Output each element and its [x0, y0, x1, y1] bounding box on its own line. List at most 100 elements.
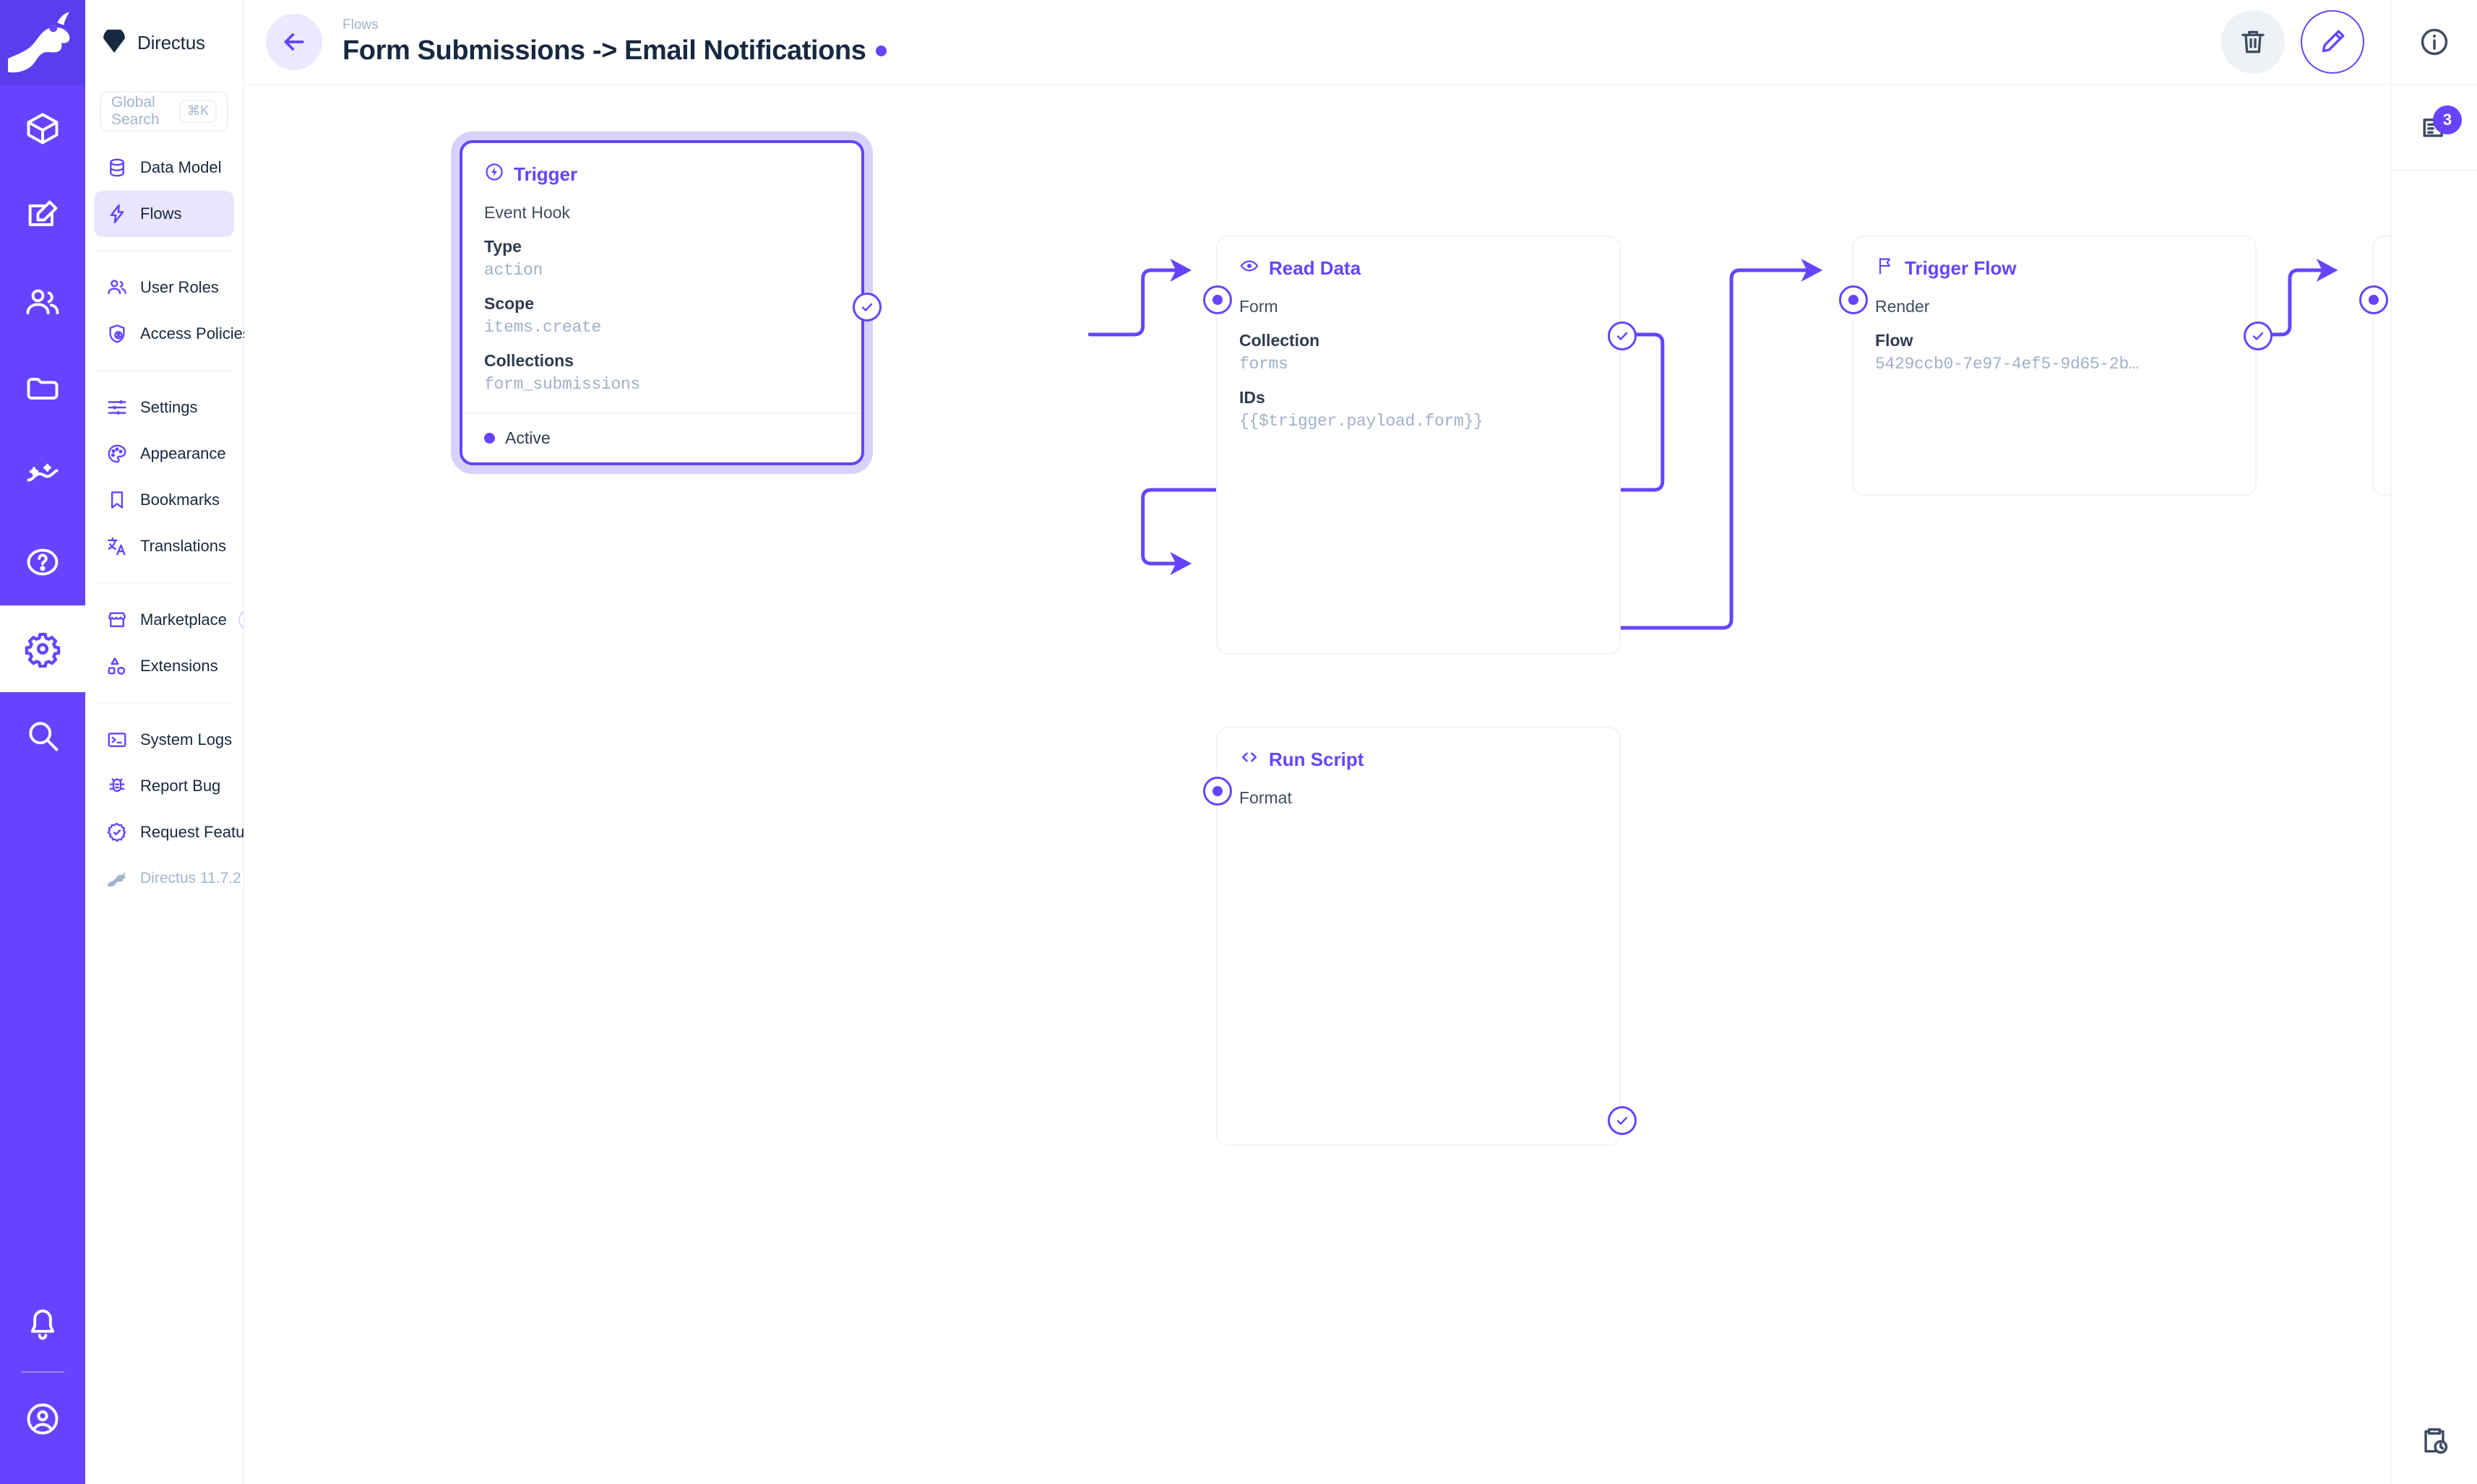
navigation-sidebar: Directus Global Search ⌘K Data Model	[85, 0, 284, 1484]
flow-node-trigger-flow-send[interactable]: Trigger Flow Send Flow 7c8732cd-9d9e-44b…	[2359, 236, 2390, 496]
module-item-content[interactable]	[0, 85, 85, 172]
edit-flow-button[interactable]	[2301, 10, 2364, 74]
back-button[interactable]	[266, 14, 322, 70]
status-badge	[876, 45, 887, 56]
module-item-search[interactable]	[0, 692, 85, 779]
nav-group-5: System Logs Report Bug R	[85, 704, 259, 902]
field-key: Collection	[1239, 331, 1320, 350]
module-item-help[interactable]	[0, 519, 85, 605]
port-resolve-trigger-flow-render[interactable]	[2244, 322, 2273, 350]
directus-logo-button[interactable]	[0, 0, 85, 85]
sidebar-item-translations[interactable]: Translations	[94, 523, 234, 569]
sidebar-item-marketplace[interactable]: Marketplace Beta	[94, 597, 284, 643]
shapes-icon	[105, 655, 129, 678]
sidebar-item-data-model[interactable]: Data Model	[94, 144, 234, 191]
flow-canvas[interactable]: Trigger Event Hook Type action Scope ite…	[244, 85, 2390, 1484]
sidebar-item-access-policies[interactable]: Access Policies	[94, 311, 251, 357]
flow-logs-button[interactable]: 3	[2391, 85, 2477, 171]
nav-group-1: Data Model Flows	[85, 131, 243, 237]
sidebar-item-settings[interactable]: Settings	[94, 384, 234, 431]
sidebar-item-label: Flows	[140, 204, 182, 223]
module-item-settings[interactable]	[0, 605, 85, 692]
clipboard-clock-icon	[2424, 1428, 2448, 1454]
sidebar-item-extensions[interactable]: Extensions	[94, 643, 234, 689]
module-item-notifications[interactable]	[0, 1282, 85, 1368]
module-item-user-directory[interactable]	[0, 259, 85, 345]
node-field: Collection forms	[1239, 331, 1598, 374]
flag-icon	[1875, 256, 1895, 281]
module-item-file-library[interactable]	[0, 345, 85, 432]
port-resolve-read-data[interactable]	[1608, 322, 1637, 350]
title-block: Flows Form Submissions -> Email Notifica…	[343, 17, 887, 66]
module-item-insights[interactable]	[0, 432, 85, 519]
breadcrumb[interactable]: Flows	[343, 17, 379, 33]
sidebar-item-flows[interactable]: Flows	[94, 191, 234, 237]
insights-icon	[27, 463, 59, 482]
flow-node-run-script[interactable]: Run Script Format	[1203, 727, 1637, 1146]
port-resolve-run-script[interactable]	[1608, 1106, 1637, 1135]
check-icon	[1616, 332, 1628, 340]
sidebar-item-label: Translations	[140, 537, 227, 555]
sidebar-item-appearance[interactable]: Appearance	[94, 431, 234, 477]
search-input[interactable]: Global Search ⌘K	[100, 91, 228, 131]
status-dot	[484, 433, 495, 444]
node-subtitle: Format	[1239, 788, 1292, 807]
tune-icon	[105, 396, 129, 419]
sidebar-item-system-logs[interactable]: System Logs	[94, 717, 234, 763]
palette-icon	[105, 442, 129, 465]
sidebar-item-report-bug[interactable]: Report Bug	[94, 763, 234, 809]
node-title: Run Script	[1269, 749, 1364, 770]
node-title-row: Run Script	[1239, 747, 1598, 772]
port-input-read-data[interactable]	[1203, 285, 1232, 314]
account-circle-icon	[27, 1403, 59, 1435]
nav-group-3: Settings Appearance Book	[85, 371, 243, 569]
port-input-trigger-flow-send[interactable]	[2359, 285, 2388, 314]
node-subtitle: Form	[1239, 297, 1278, 316]
folder-icon	[27, 378, 59, 400]
node-field: Collections form_submissions	[484, 351, 840, 394]
bell-icon	[30, 1309, 55, 1340]
sidebar-item-user-roles[interactable]: User Roles	[94, 264, 234, 311]
nav-group-4: Marketplace Beta Extensions	[85, 584, 284, 689]
port-input-run-script[interactable]	[1203, 777, 1232, 806]
directus-mark-icon	[101, 30, 127, 56]
sidebar-item-bookmarks[interactable]: Bookmarks	[94, 477, 234, 523]
nav-divider-2	[94, 370, 234, 371]
sidebar-item-request-feature[interactable]: Request Feature	[94, 809, 259, 855]
port-dot	[2369, 295, 2379, 305]
edge-trigger-to-read-data	[1087, 268, 1187, 337]
module-item-editor[interactable]	[0, 172, 85, 259]
directus-rabbit-logo-icon	[8, 12, 70, 73]
flow-node-trigger-flow-render[interactable]: Trigger Flow Render Flow 5429ccb0-7e97-4…	[1839, 236, 2273, 496]
field-key: IDs	[1239, 388, 1265, 407]
check-icon	[2252, 332, 2264, 340]
right-sidebar: 3	[2390, 0, 2477, 1484]
page-header: Flows Form Submissions -> Email Notifica…	[244, 0, 2390, 85]
flow-node-trigger[interactable]: Trigger Event Hook Type action Scope ite…	[460, 140, 882, 465]
title-row: Form Submissions -> Email Notifications	[343, 35, 887, 66]
flow-node-read-data[interactable]: Read Data Form Collection forms IDs {{$t…	[1203, 236, 1637, 655]
arrow-left-icon	[284, 33, 304, 51]
directus-mark-shape	[103, 30, 125, 53]
delete-flow-button[interactable]	[2221, 10, 2285, 74]
node-body: Trigger Flow Render Flow 5429ccb0-7e97-4…	[1853, 237, 2255, 374]
search-shortcut-kbd: ⌘K	[178, 100, 217, 123]
node-title: Trigger Flow	[1905, 257, 2017, 279]
node-footer: Active	[462, 413, 861, 462]
info-sidebar-button[interactable]	[2391, 0, 2477, 85]
page-title: Form Submissions -> Email Notifications	[343, 35, 866, 66]
port-dot	[1848, 295, 1858, 305]
nav-group-2: User Roles Access Policies	[85, 251, 251, 357]
module-bar	[0, 0, 85, 1484]
sidebar-item-label: Report Bug	[140, 777, 221, 795]
field-value: {{$trigger.payload.form}}	[1239, 412, 1483, 431]
port-input-trigger-flow-render[interactable]	[1839, 285, 1868, 314]
activity-log-button[interactable]	[2391, 1399, 2477, 1484]
eye-icon	[1239, 256, 1259, 281]
port-resolve-trigger[interactable]	[853, 293, 882, 322]
sidebar-item-label: Access Policies	[140, 324, 251, 342]
project-header[interactable]: Directus	[85, 0, 243, 85]
module-item-account[interactable]	[0, 1376, 85, 1462]
verified-icon	[105, 821, 129, 844]
nav-divider-4	[94, 702, 234, 704]
